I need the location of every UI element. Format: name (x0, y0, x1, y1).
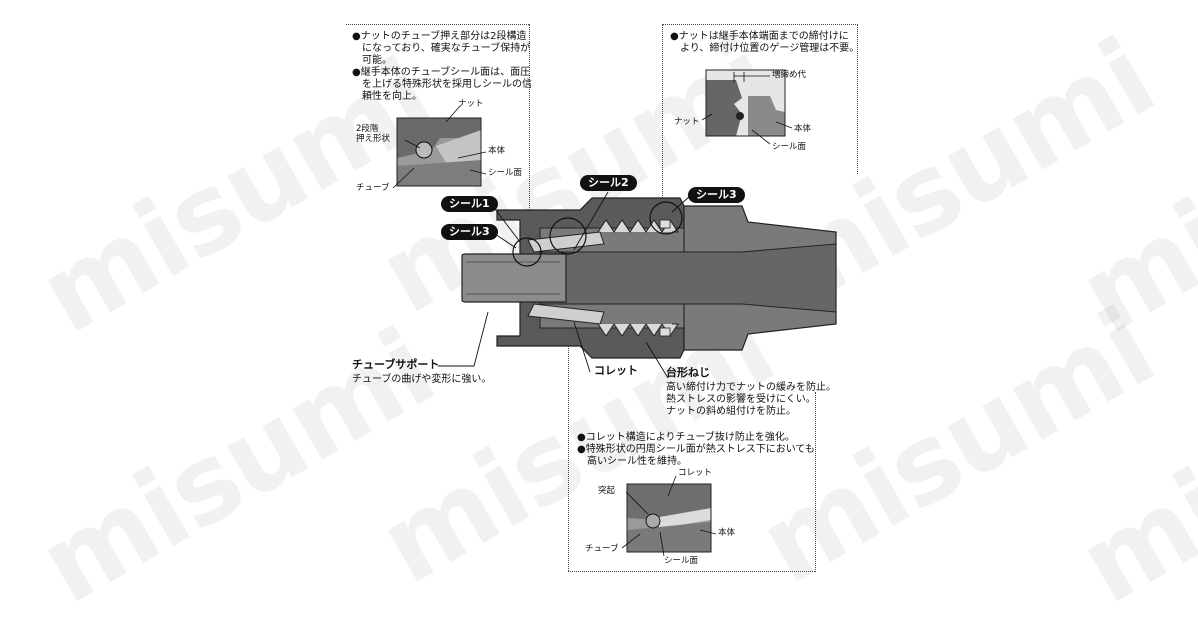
seal2-circle (549, 217, 587, 255)
seal3-label-right: シール3 (688, 187, 745, 203)
detail3-tube-label: チューブ (585, 544, 619, 554)
detail2-seal-face-label: シール面 (772, 142, 807, 152)
collet-upper (527, 231, 605, 253)
detail3-bump-label: 突起 (598, 486, 616, 496)
detail2-extra-label: 増締め代 (772, 70, 807, 80)
top-right-note-line: ●ナットは継手本体端面までの締付けに (670, 31, 849, 42)
bottom-frame-left (568, 300, 569, 571)
seal2-label: シール2 (580, 175, 637, 191)
note-line: ●ナットのチューブ押え部分は2段構造 (352, 31, 527, 42)
thread-upper (597, 219, 679, 233)
detail3-collet-label: コレット (678, 468, 713, 478)
bottom-note-line: 高いシール性を維持。 (577, 456, 687, 467)
trapezoid-desc-line: 高い締付け力でナットの緩みを防止。 (666, 382, 836, 393)
bore (539, 243, 837, 313)
bottom-note-line: ●特殊形状の円周シール面が熱ストレス下においても (577, 444, 815, 455)
thread-lower (597, 323, 679, 337)
seal3-circle (649, 201, 683, 235)
detail1-nut-label: ナット (458, 99, 484, 109)
note-line: ●継手本体のチューブシール面は、面圧 (352, 67, 531, 78)
note-line: 頼性を向上。 (352, 91, 422, 102)
tube (461, 253, 567, 303)
detail3-seal-face-label: シール面 (664, 556, 699, 566)
top-right-note-line: より、締付け位置のゲージ管理は不要。 (670, 43, 860, 54)
fitting-cross-section (461, 197, 837, 359)
trapezoid-thread-title: 台形ねじ (666, 366, 710, 379)
detail1-seal-face-label: シール面 (488, 168, 523, 178)
detail1 (397, 118, 481, 186)
tube-support-title: チューブサポート (352, 358, 440, 371)
detail3-body-label: 本体 (718, 528, 736, 538)
bottom-frame-right (815, 392, 816, 572)
seal1-circle (512, 237, 542, 267)
top-left-frame-side (529, 24, 530, 252)
top-right-frame-side (662, 24, 663, 224)
trapezoid-desc-line: 熱ストレスの影響を受けにくい。 (666, 394, 816, 405)
detail1-body-label: 本体 (488, 146, 506, 156)
top-right-frame-side2 (857, 24, 858, 174)
detail3 (627, 484, 711, 552)
top-right-frame (662, 24, 858, 25)
detail2-nut-label: ナット (674, 117, 700, 127)
detail1-two-step-label2: 押え形状 (356, 134, 391, 144)
note-line: 可能。 (352, 55, 392, 66)
detail2-body-label: 本体 (794, 124, 812, 134)
bottom-frame-bottom (568, 571, 815, 572)
note-line: になっており、確実なチューブ保持が (352, 43, 531, 54)
collet-lower (527, 303, 605, 325)
collet-title: コレット (594, 364, 638, 377)
note-line: を上げる特殊形状を採用しシールの信 (352, 79, 532, 90)
seal1-label: シール1 (441, 196, 498, 212)
trapezoid-desc-line: ナットの斜め組付けを防止。 (666, 406, 796, 417)
top-left-frame (346, 24, 529, 25)
tube-support-desc: チューブの曲げや変形に強い。 (352, 374, 492, 385)
detail1-tube-label: チューブ (356, 183, 390, 193)
detail2 (706, 70, 785, 136)
seal3-label-left: シール3 (441, 224, 498, 240)
bottom-note-line: ●コレット構造によりチューブ抜け防止を強化。 (577, 432, 795, 443)
detail1-two-step-label: 2段階 (356, 124, 379, 134)
fitting-diagram (392, 69, 837, 557)
